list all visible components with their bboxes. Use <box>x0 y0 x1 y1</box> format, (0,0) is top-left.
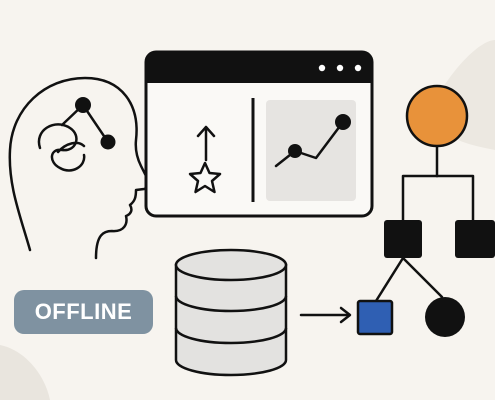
three-dots-icon <box>318 64 362 72</box>
neural-node-2 <box>100 134 116 150</box>
database-band-2 <box>174 327 288 345</box>
database-icon <box>174 248 288 377</box>
window-dot-1 <box>318 64 326 72</box>
tree-edge-right-branch <box>435 174 475 222</box>
tree-node-black-circle <box>425 297 465 337</box>
tree-node-right <box>455 220 495 258</box>
tree-edge-to-black <box>401 256 444 299</box>
tree-node-blue <box>356 299 394 336</box>
tree-node-left <box>384 220 422 258</box>
database-body <box>174 263 288 377</box>
status-badge-label: OFFLINE <box>34 299 133 324</box>
database-top <box>174 248 288 282</box>
status-badge: OFFLINE <box>14 290 153 334</box>
background-blob-bottom-left <box>0 345 50 400</box>
tree-edge-to-blue <box>374 256 405 303</box>
trend-point-end <box>335 114 351 130</box>
brain-scribble <box>37 123 86 172</box>
hierarchy-tree-icon <box>356 84 495 337</box>
tree-edge-left-branch <box>401 174 439 222</box>
app-window-icon <box>144 50 374 218</box>
tree-root-node <box>405 84 469 148</box>
right-arrow-icon <box>299 306 352 324</box>
upload-arrow-icon <box>196 125 216 162</box>
trend-line <box>274 120 345 168</box>
database-band-1 <box>174 295 288 313</box>
window-dot-3 <box>354 64 362 72</box>
line-trend-icon <box>274 114 351 168</box>
window-titlebar <box>146 52 372 83</box>
window-chart-panel <box>266 100 356 201</box>
window-dot-2 <box>336 64 344 72</box>
neural-node-1 <box>75 97 91 113</box>
star-icon <box>188 161 222 194</box>
trend-point-start <box>288 144 302 158</box>
